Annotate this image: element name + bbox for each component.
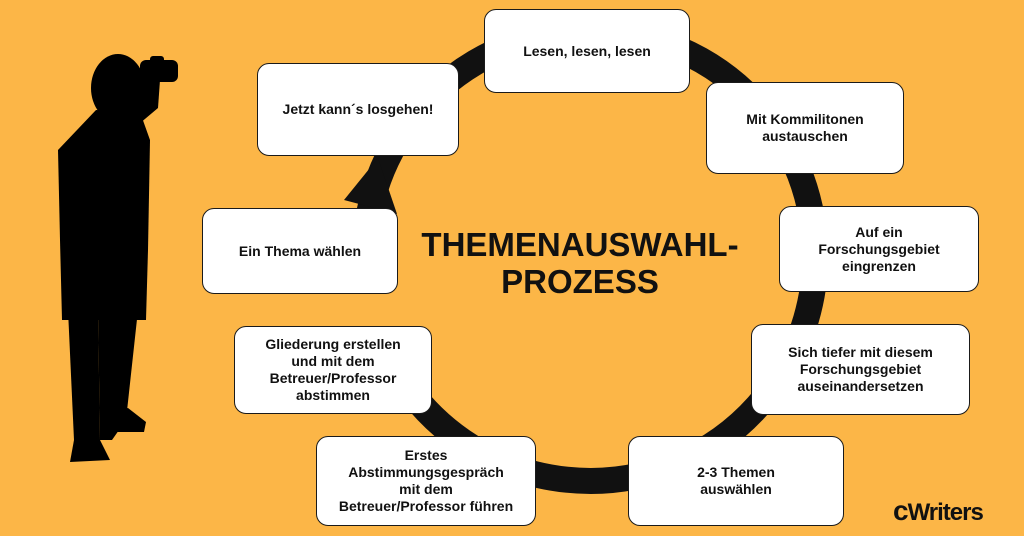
step-label: Gliederung erstellen und mit dem Betreue… — [265, 336, 401, 403]
step-outline-and-align: Gliederung erstellen und mit dem Betreue… — [234, 326, 432, 414]
cycle-arrow-icon — [344, 158, 397, 214]
logo-mark: c — [893, 495, 909, 526]
person-with-binoculars-silhouette-icon — [58, 54, 178, 462]
step-ready-to-go: Jetzt kann´s losgehen! — [257, 63, 459, 156]
logo-text: Writers — [907, 499, 984, 526]
title-line-2: PROZESS — [501, 263, 659, 300]
step-label: Mit Kommilitonen austauschen — [746, 111, 864, 144]
step-narrow-research-field: Auf ein Forschungsgebiet eingrenzen — [779, 206, 979, 292]
step-label: Erstes Abstimmungsgespräch mit dem Betre… — [338, 447, 514, 514]
diagram-title: THEMENAUSWAHL- PROZESS — [395, 226, 765, 300]
step-first-supervisor-meeting: Erstes Abstimmungsgespräch mit dem Betre… — [316, 436, 536, 526]
step-label: 2-3 Themen auswählen — [697, 464, 775, 497]
step-label: Sich tiefer mit diesem Forschungsgebiet … — [788, 344, 933, 394]
step-label: Ein Thema wählen — [238, 242, 362, 259]
step-deepen-research-field: Sich tiefer mit diesem Forschungsgebiet … — [751, 324, 970, 415]
title-line-1: THEMENAUSWAHL- — [421, 226, 739, 263]
step-label: Lesen, lesen, lesen — [523, 42, 651, 59]
brand-logo: cWriters — [893, 495, 984, 527]
step-label: Jetzt kann´s losgehen! — [282, 101, 434, 117]
step-exchange-with-peers: Mit Kommilitonen austauschen — [706, 82, 904, 174]
step-label: Auf ein Forschungsgebiet eingrenzen — [818, 223, 940, 274]
step-choose-two-three-topics: 2-3 Themen auswählen — [628, 436, 844, 526]
step-choose-topic: Ein Thema wählen — [202, 208, 398, 294]
step-read: Lesen, lesen, lesen — [484, 9, 690, 93]
